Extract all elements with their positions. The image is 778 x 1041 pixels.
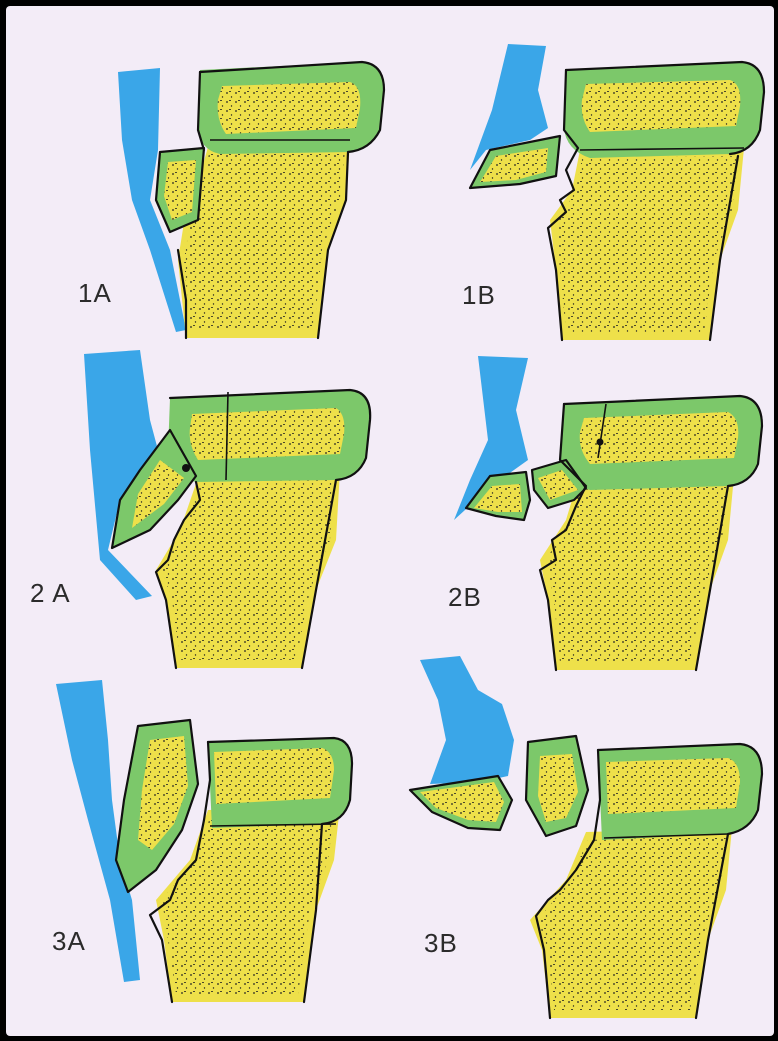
panel-3b: [410, 656, 762, 1018]
panel-label-2a: 2 A: [30, 578, 71, 608]
panel-label-1a: 1A: [78, 278, 112, 308]
panel-2a: [84, 350, 370, 668]
panel-1b: [470, 44, 764, 340]
panel-label-1b: 1B: [462, 280, 496, 310]
panel-label-3a: 3A: [52, 926, 86, 956]
panel-label-3b: 3B: [424, 928, 458, 958]
tendon-3b: [420, 656, 514, 784]
panel-2b: [454, 356, 762, 670]
panel-label-2b: 2B: [448, 582, 482, 612]
panel-3a: [56, 680, 352, 1002]
panel-1a: [118, 62, 384, 338]
